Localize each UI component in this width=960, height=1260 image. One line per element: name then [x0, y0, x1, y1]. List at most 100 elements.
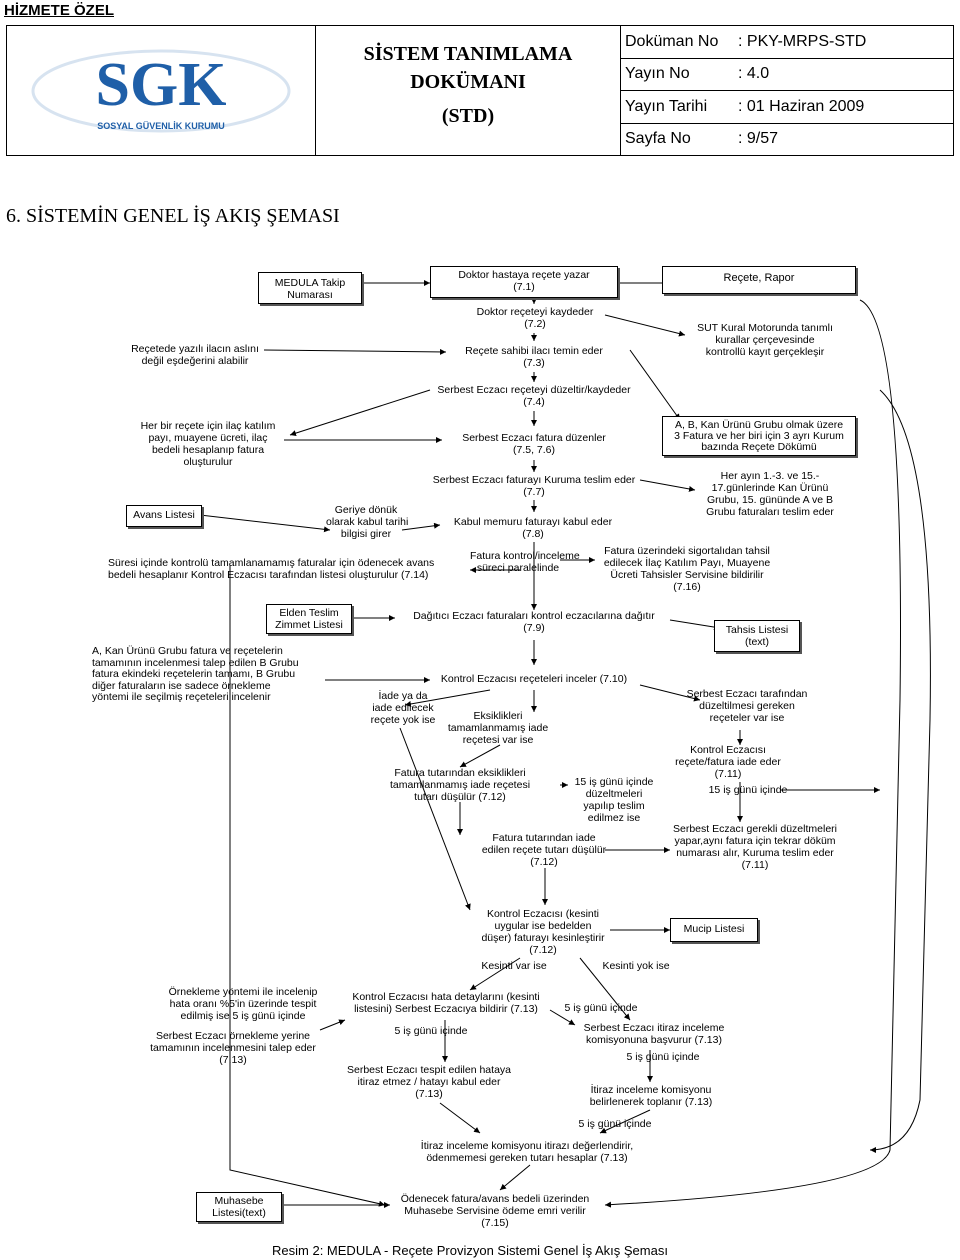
- node-line: 15 iş günü içinde: [708, 784, 788, 796]
- node-line: (7.8): [522, 528, 544, 540]
- node-line: numarası alır, Kuruma teslim eder: [676, 847, 834, 859]
- doc-title-line2: DOKÜMANI: [410, 71, 526, 93]
- step-7-13-b: Serbest Eczacı örnekleme yerine tamamını…: [136, 1030, 330, 1066]
- node-line: Ücreti Tahsisler Servisine bildirilir: [610, 569, 764, 581]
- node-line: (7.13): [415, 1088, 443, 1100]
- node-line: Serbest Eczacı tespit edilen hataya: [346, 1064, 511, 1076]
- node-line: Kesinti yok ise: [602, 960, 670, 972]
- node-line: Mucip Listesi: [683, 923, 745, 935]
- node-line: Grubu, 15. gününde A ve B: [706, 494, 834, 506]
- doc-title-line1: SİSTEM TANIMLAMA: [363, 43, 573, 65]
- node-line: yapılıp teslim: [583, 800, 645, 812]
- node-line: Kontrol Eczacısı reçeteleri inceler (7.1…: [440, 673, 628, 685]
- node-line: Doktor hastaya reçete yazar: [458, 269, 590, 281]
- is15b-note: 15 iş günü içinde: [700, 784, 796, 796]
- step-7-12-b: Fatura tutarından iade edilen reçete tut…: [472, 832, 616, 868]
- node-line: A, B, Kan Ürünü Grubu olmak üzere: [674, 419, 844, 431]
- node-line: Geriye dönük: [334, 504, 398, 516]
- node-line: Serbest Eczacı itiraz inceleme: [583, 1022, 725, 1034]
- node-line: yöntemi ile seçilmiş reçeteleri inceleni…: [92, 691, 271, 703]
- heray-note: Her ayın 1.-3. ve 15.- 17.günlerinde Kan…: [690, 470, 850, 518]
- sgk-logo: SGK SOSYAL GÜVENLİK KURUMU: [31, 49, 291, 133]
- step-7-2: Doktor reçeteyi kaydeder (7.2): [460, 306, 610, 330]
- is5b-note: 5 iş günü içinde: [386, 1025, 476, 1037]
- node-line: bedeli hesaplanıp fatura: [151, 444, 265, 456]
- muhasebe-document: Muhasebe Listesi(text): [196, 1192, 282, 1222]
- node-line: hata oranı %5'in üzerinde tespit: [169, 998, 317, 1010]
- is5c-note: 5 iş günü içinde: [616, 1051, 710, 1063]
- node-line: Fatura tutarından iade: [492, 832, 596, 844]
- node-line: Serbest Eczacı tarafından: [686, 688, 808, 700]
- sedz-note: Serbest Eczacı tarafından düzeltilmesi g…: [680, 688, 814, 724]
- geriye-note: Geriye dönük olarak kabul tarihi bilgisi…: [326, 504, 408, 540]
- step-7-3: Reçete sahibi ilacı temin eder (7.3): [448, 345, 620, 369]
- node-line: tutarı düşülür (7.12): [414, 791, 506, 803]
- step-7-15: Ödenecek fatura/avans bedeli üzerinden M…: [386, 1193, 604, 1229]
- node-line: bedeli hesaplanır Kontrol Eczacısı taraf…: [108, 569, 429, 581]
- node-line: Serbest Eczacı faturayı Kuruma teslim ed…: [432, 474, 636, 486]
- node-line: MEDULA Takip: [274, 277, 346, 289]
- node-line: reçeteler var ise: [709, 712, 785, 724]
- node-line: iade edilecek: [372, 702, 434, 714]
- node-line: diğer faturaların ise sadece örnekleme: [92, 679, 271, 692]
- node-line: Kontrol Eczacısı: [690, 744, 766, 756]
- node-line: Doktor reçeteyi kaydeder: [476, 306, 594, 318]
- node-line: süreci paralelinde: [476, 562, 560, 574]
- node-line: Fatura kontrol/inceleme: [470, 550, 580, 562]
- node-line: komisyonuna başvurur (7.13): [586, 1034, 722, 1046]
- node-line: edilecek İlaç Katılım Payı, Muayene: [603, 557, 771, 569]
- meta-label: Yayın Tarihi: [620, 90, 734, 124]
- node-line: Fatura üzerindeki sigortalıdan tahsil: [604, 545, 770, 557]
- logo-cell: SGK SOSYAL GÜVENLİK KURUMU: [6, 25, 316, 156]
- node-line: Zimmet Listesi: [275, 619, 343, 631]
- node-line: İtiraz inceleme komisyonu: [590, 1084, 712, 1096]
- kesinti-var-label: Kesinti var ise: [476, 960, 552, 972]
- node-line: yapar,aynı fatura için tekrar döküm: [674, 835, 836, 847]
- node-line: (7.9): [523, 622, 545, 634]
- step-7-10: Kontrol Eczacısı reçeteleri inceler (7.1…: [430, 673, 638, 685]
- node-line: Listesi(text): [212, 1207, 266, 1219]
- step-7-1: Doktor hastaya reçete yazar (7.1): [430, 266, 618, 298]
- meta-value: : 01 Haziran 2009: [734, 90, 954, 124]
- node-line: Tahsis Listesi: [725, 624, 789, 636]
- node-line: bazında Reçete Dökümü: [701, 441, 817, 453]
- node-line: Ödenecek fatura/avans bedeli üzerinden: [400, 1193, 590, 1205]
- meta-value: : PKY-MRPS-STD: [734, 25, 954, 59]
- node-line: 5 iş günü içinde: [578, 1118, 652, 1130]
- node-line: Reçete sahibi ilacı temin eder: [465, 345, 603, 357]
- node-line: tamamının incelenmesi talep edilen B Gru…: [92, 656, 299, 669]
- step-7-9: Dağıtıcı Eczacı faturaları kontrol eczac…: [396, 610, 672, 634]
- paralel-note: Fatura kontrol/inceleme süreci paralelin…: [470, 550, 580, 574]
- node-line: düzeltilmesi gereken: [699, 700, 795, 712]
- svg-text:SOSYAL GÜVENLİK KURUMU: SOSYAL GÜVENLİK KURUMU: [97, 121, 225, 131]
- step-7-11-a: Kontrol Eczacısı reçete/fatura iade eder…: [664, 744, 792, 780]
- step-7-16: Fatura üzerindeki sigortalıdan tahsil ed…: [592, 545, 782, 593]
- node-line: (7.5, 7.6): [512, 444, 556, 456]
- node-line: 5 iş günü içinde: [394, 1025, 468, 1037]
- node-line: (7.3): [523, 357, 545, 369]
- node-line: (7.16): [673, 581, 701, 593]
- node-line: SUT Kural Motorunda tanımlı: [697, 322, 833, 334]
- node-line: ödenmemesi gereken tutarı hesaplar (7.13…: [426, 1152, 628, 1164]
- step-7-11-b: Serbest Eczacı gerekli düzeltmeleri yapa…: [660, 823, 850, 871]
- node-line: reçetesi var ise: [462, 734, 534, 746]
- node-line: İade ya da: [378, 690, 428, 702]
- node-line: Serbest Eczacı fatura düzenler: [462, 432, 606, 444]
- node-line: 3 Fatura ve her biri için 3 ayrı Kurum: [674, 430, 844, 442]
- node-line: tamamlanmamış iade reçetesi: [389, 779, 531, 791]
- classification-label: HİZMETE ÖZEL: [4, 2, 114, 19]
- iade-note: İade ya da iade edilecek reçete yok ise: [366, 690, 440, 726]
- mucip-document: Mucip Listesi: [670, 918, 758, 942]
- eksik-note: Eksiklikleri tamamlanmamış iade reçetesi…: [440, 710, 556, 746]
- section-title: 6. SİSTEMİN GENEL İŞ AKIŞ ŞEMASI: [6, 205, 340, 227]
- node-line: Avans Listesi: [133, 509, 195, 521]
- kesinti-yok-label: Kesinti yok ise: [596, 960, 676, 972]
- step-7-12-c: Kontrol Eczacısı (kesinti uygular ise be…: [470, 908, 616, 956]
- avans-document: Avans Listesi: [126, 505, 202, 527]
- node-line: Dağıtıcı Eczacı faturaları kontrol eczac…: [413, 610, 655, 622]
- node-line: (7.11): [741, 859, 769, 871]
- node-line: Muhasebe: [214, 1195, 264, 1207]
- meta-label: Sayfa No: [620, 122, 734, 156]
- node-line: 5 iş günü içinde: [626, 1051, 700, 1063]
- node-line: 5 iş günü içinde: [564, 1002, 638, 1014]
